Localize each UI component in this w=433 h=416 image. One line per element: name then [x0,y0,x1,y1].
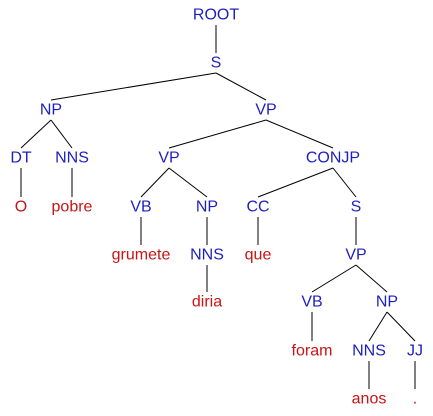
tree-edge-conjp-s2 [332,167,357,198]
node-conjp: CONJP [306,150,360,167]
node-nns2: NNS [190,247,224,264]
word-w_pobre: pobre [52,199,93,216]
node-vp3: VP [345,247,366,264]
node-vb2: VB [301,294,322,311]
tree-edge-conjp-cc [257,167,334,198]
tree-edge-vp1-conjp [265,119,334,149]
node-vp1: VP [255,102,276,119]
node-s2: S [351,199,362,216]
word-w_grumete: grumete [112,247,171,264]
tree-edges [20,25,416,389]
node-nns3: NNS [352,343,386,360]
word-w_diria: diria [192,294,222,311]
node-cc: CC [246,199,269,216]
node-np1: NP [40,102,62,119]
tree-edge-vp3-vb2 [311,264,357,293]
node-np2: NP [196,199,218,216]
word-w_foram: foram [292,343,333,360]
tree-edge-np3-nns3 [368,311,388,342]
node-root: ROOT [193,7,239,24]
word-w_anos: anos [352,391,387,408]
tree-edge-vp2-vb1 [140,167,170,198]
tree-edge-np1-nns1 [50,119,73,149]
tree-edge-vp1-vp2 [168,119,267,149]
node-vp2: VP [158,150,179,167]
node-np3: NP [376,294,398,311]
tree-edge-s1-np1 [50,72,217,101]
word-w_que: que [245,247,272,264]
tree-edge-np1-dt [20,119,52,149]
node-jj: JJ [407,343,423,360]
node-nns1: NNS [55,150,89,167]
tree-edge-vp3-np3 [355,264,388,293]
tree-edge-s1-vp1 [215,72,267,101]
tree-edge-vp2-np2 [168,167,208,198]
word-w_dot: . [413,391,417,408]
node-dt: DT [10,150,32,167]
node-vb1: VB [130,199,151,216]
tree-edge-np3-jj [386,311,416,342]
word-w_o: O [15,199,27,216]
node-s1: S [211,55,222,72]
